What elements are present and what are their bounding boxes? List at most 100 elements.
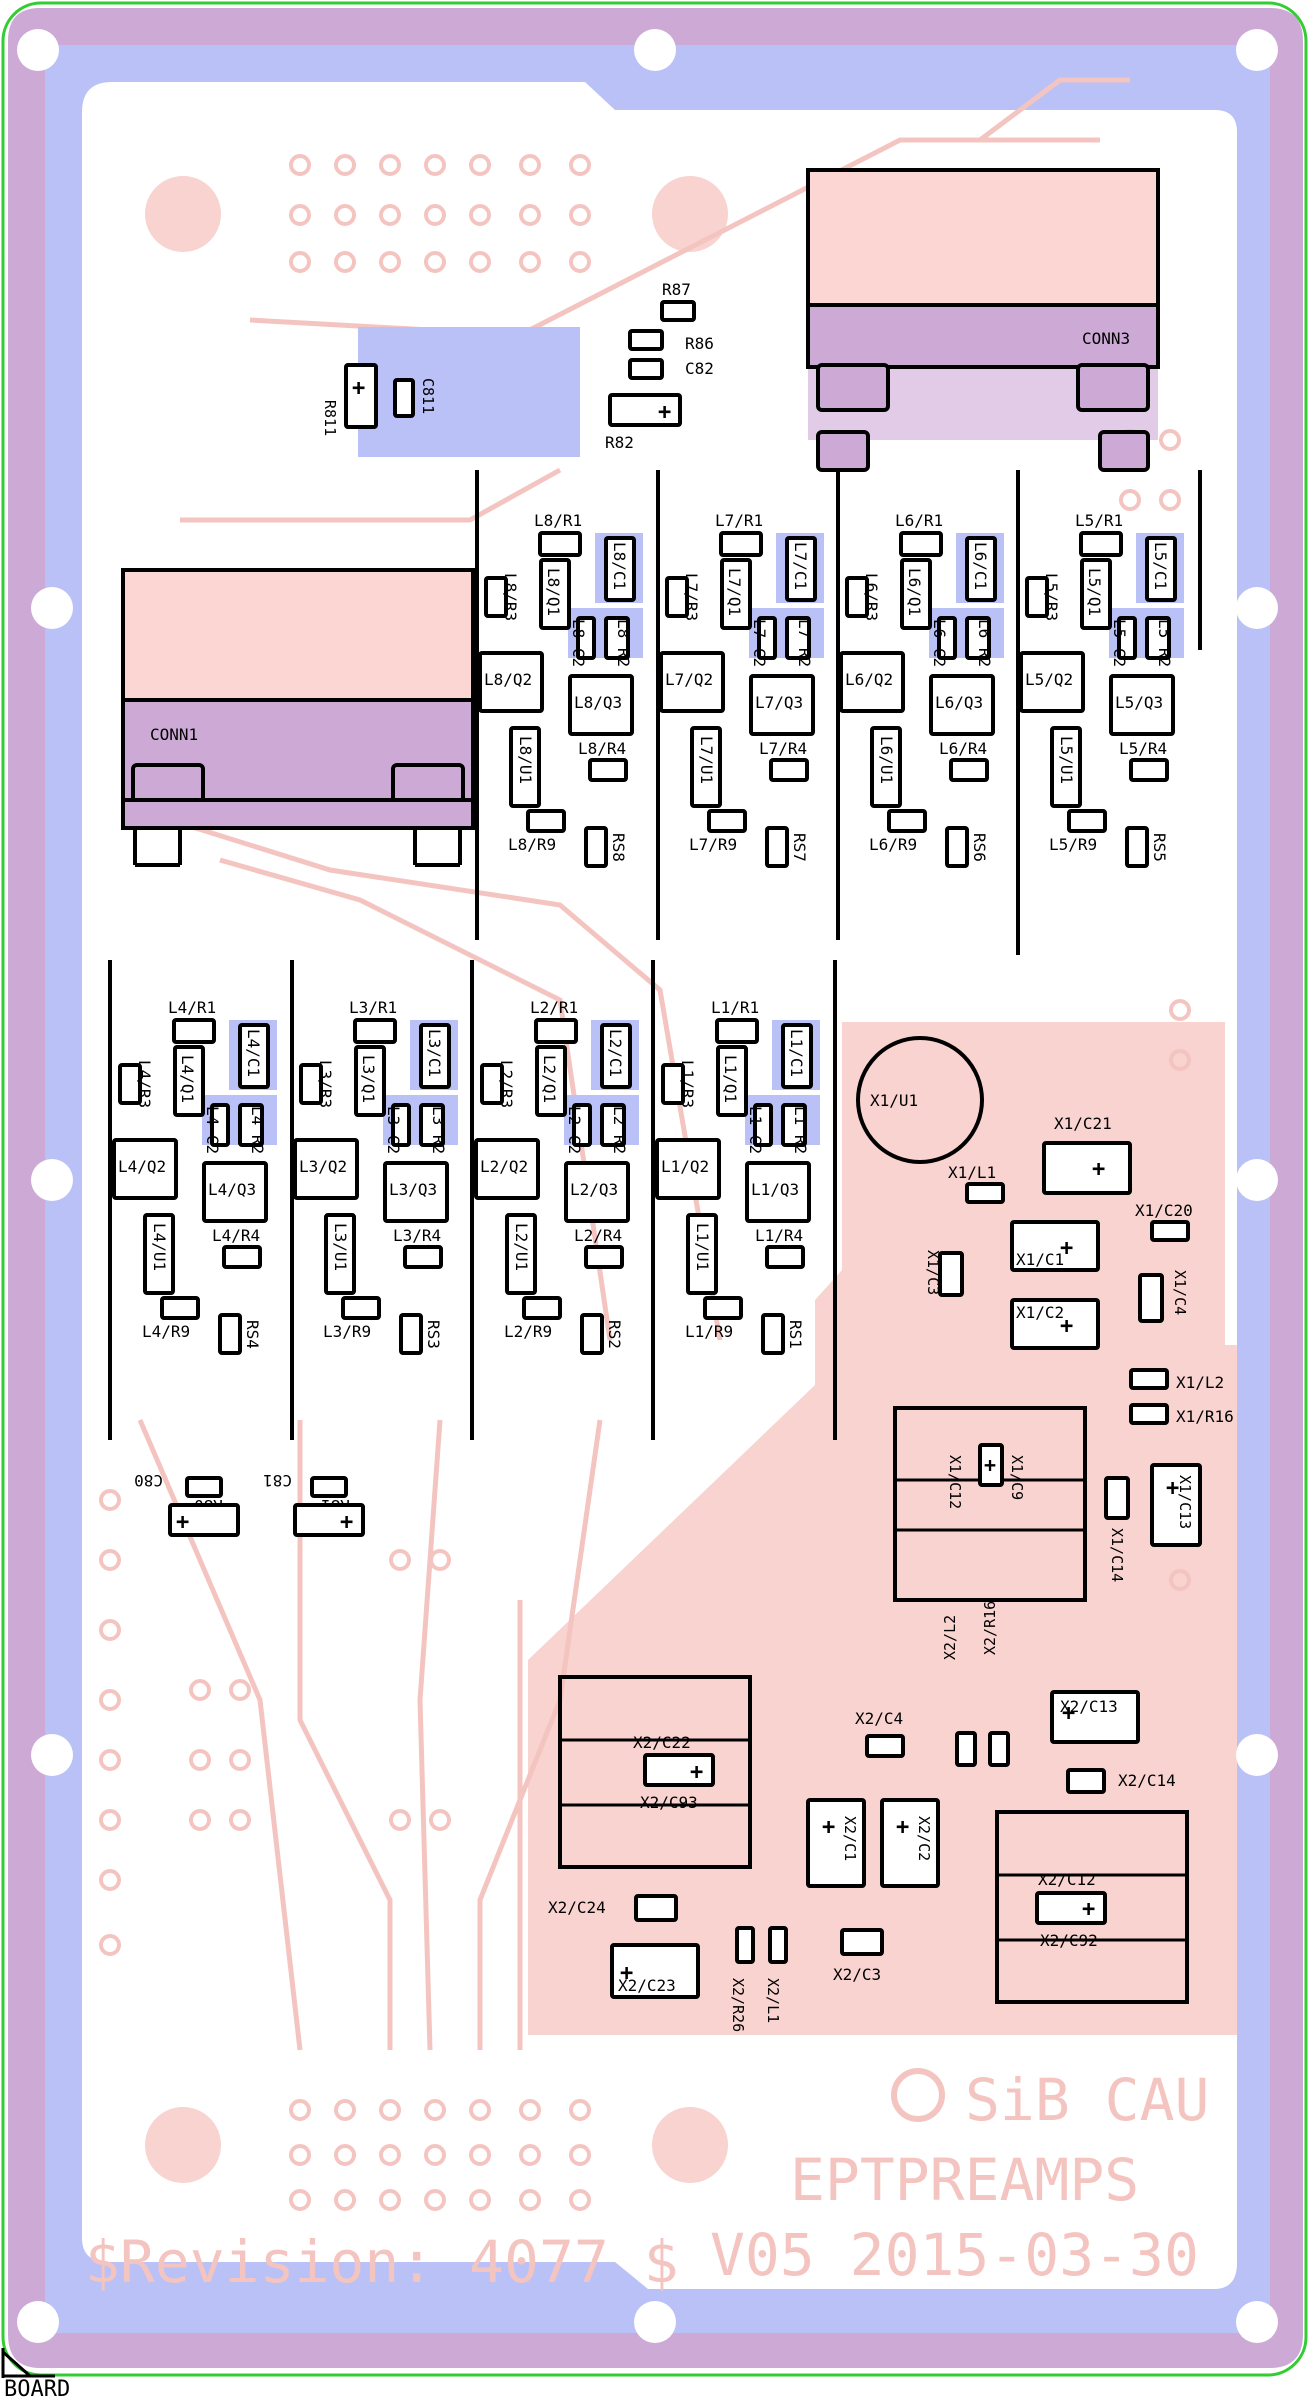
label-x1-c13: X1/C13 [1176,1475,1194,1529]
resistor-rs [580,1313,604,1355]
label-q2: L7/Q2 [665,670,713,689]
label-x2-c4: X2/C4 [855,1709,903,1728]
label-c1: L2/C1 [606,1029,625,1077]
label-q1: L7/Q1 [725,568,744,616]
label-q1: L4/Q1 [178,1055,197,1103]
label-r2: L4 R2 [248,1106,267,1154]
resistor-r1 [1079,531,1123,557]
transistor-q3 [564,1161,630,1223]
label-x2-l1: X2/L1 [764,1978,782,2023]
label-r4: L7/R4 [759,739,807,758]
resistor-rs [945,826,969,868]
transistor-q3 [1109,674,1175,736]
label-x1-c20: X1/C20 [1135,1201,1193,1220]
resistor-r1 [538,531,582,557]
label-q1: L1/Q1 [721,1055,740,1103]
label-x1-c21: X1/C21 [1054,1114,1112,1133]
polarity-plus-icon: + [1060,1236,1073,1261]
capacitor-c2 [210,1103,230,1147]
polarity-plus-icon: + [822,1815,835,1840]
label-x2-c14: X2/C14 [1118,1771,1176,1790]
resistor-r4 [949,758,989,782]
resistor-r3 [484,576,508,618]
label-c1: L3/C1 [425,1029,444,1077]
label-r86: R86 [685,334,714,353]
label-x2-c24: X2/C24 [548,1898,606,1917]
label-c1: L4/C1 [244,1029,263,1077]
mounting-hole [17,2301,59,2343]
transistor-q1 [1080,558,1112,630]
label-r2: L3 R2 [429,1106,448,1154]
label-x2-r26: X2/R26 [729,1978,747,2032]
channel-dividers [108,470,1202,1440]
capacitor-c2 [1117,616,1137,660]
copper-pour [358,327,580,457]
silk-version: V05 2015-03-30 [710,2221,1199,2289]
resistor-r9 [1067,809,1107,833]
transistor-q1 [173,1045,205,1117]
label-c81: C81 [263,1471,292,1490]
transistor-q1 [354,1045,386,1117]
mounting-hole [1236,1734,1278,1776]
sib-logo-icon [891,2068,945,2122]
label-q1: L5/Q1 [1085,568,1104,616]
resistor-rs [584,826,608,868]
capacitor-c1 [600,1023,632,1089]
label-x2-c93: X2/C93 [640,1793,698,1812]
label-r9: L1/R9 [685,1322,733,1341]
label-q3: L2/Q3 [570,1180,618,1199]
mounting-hole [31,587,73,629]
resistor-r4 [1129,758,1169,782]
resistor-r3 [480,1063,504,1105]
mounting-hole [634,29,676,71]
x1-block: X1/U1 + X1/C21 X1/L1 X1/C20 X1/C3 + X1/C… [856,1036,1234,1602]
label-x2-c92: X2/C92 [1040,1931,1098,1950]
label-r4: L2/R4 [574,1226,622,1245]
transistor-q3 [383,1161,449,1223]
label-c1: L7/C1 [791,542,810,590]
label-q1: L8/Q1 [544,568,563,616]
label-r9: L2/R9 [504,1322,552,1341]
capacitor-c1 [419,1023,451,1089]
resistor-r1 [899,531,943,557]
label-rs: RS3 [424,1320,443,1349]
resistor-rs [399,1313,423,1355]
mounting-hole [1236,587,1278,629]
resistor-r4 [584,1245,624,1269]
transistor-q1 [716,1045,748,1117]
resistor-rs [1125,826,1149,868]
label-u1: L5/U1 [1057,736,1076,784]
conn3-label: CONN3 [1082,329,1130,348]
polarity-plus-icon: + [176,1510,189,1535]
label-rs: RS1 [786,1320,805,1349]
transistor-q3 [745,1161,811,1223]
label-r1: L6/R1 [895,511,943,530]
label-r1: L4/R1 [168,998,216,1017]
label-r3: L7/R3 [682,573,701,621]
top-parts: R87 R86 C82 + R82 + R811 C811 [321,280,714,452]
label-u1: L4/U1 [150,1223,169,1271]
transistor-q2 [659,651,725,713]
label-r2: L7 R2 [795,619,814,667]
label-x2-c22: X2/C22 [633,1733,691,1752]
resistor-r9 [160,1296,200,1320]
transistor-q3 [749,674,815,736]
label-x2-c13: X2/C13 [1060,1697,1118,1716]
label-c811: C811 [419,378,437,414]
polarity-plus-icon: + [984,1453,996,1477]
label-c2: L7 C2 [750,619,769,667]
connector-conn1: CONN1 [121,568,475,867]
resistor-r2 [419,1103,445,1147]
resistor-r3 [665,576,689,618]
resistor-r4 [588,758,628,782]
label-x2-c23: X2/C23 [618,1976,676,1995]
capacitor-c1 [785,536,817,602]
mounting-hole [31,1159,73,1201]
conn1-label: CONN1 [150,725,198,744]
transistor-q2 [655,1138,721,1200]
